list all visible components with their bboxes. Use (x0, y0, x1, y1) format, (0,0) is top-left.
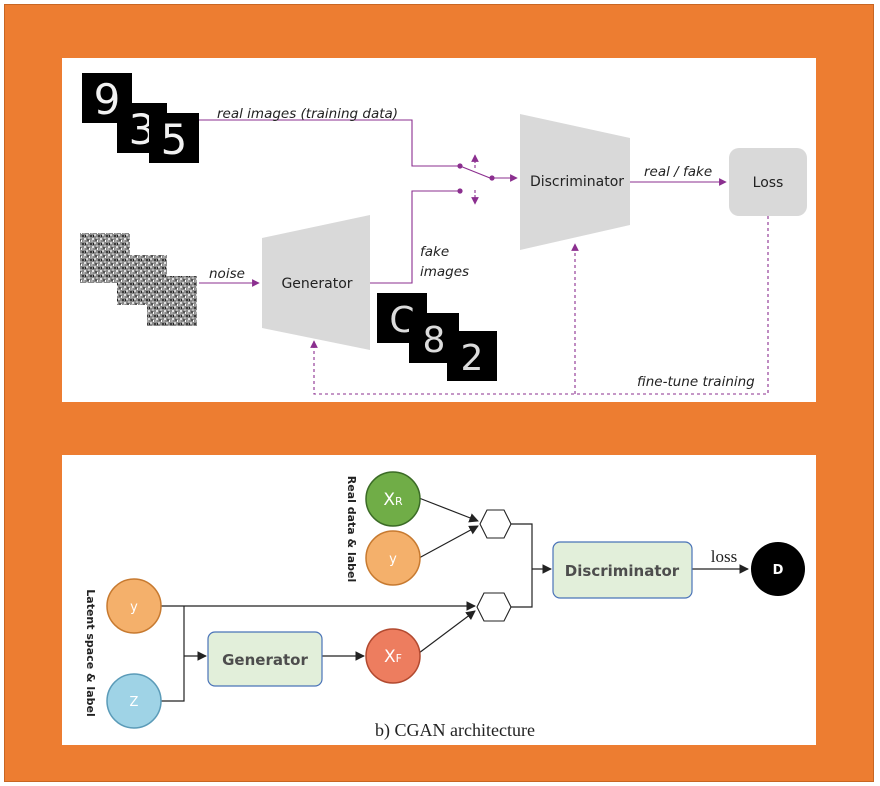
real-digit-tile-label: 5 (161, 115, 188, 164)
fake-image-stack: C 8 2 (377, 293, 497, 381)
xr-to-join-arrow (418, 497, 479, 523)
cgan-diagram-panel: XR y y Z XF D Generator Discriminator lo… (62, 455, 816, 745)
gan-diagram: 9 3 5 C 8 2 Gene (80, 73, 807, 395)
generator-box-label: Generator (222, 651, 308, 669)
joins-merge-line (511, 523, 533, 608)
real-digit-tile (149, 113, 199, 163)
loss-label: loss (711, 547, 737, 566)
fake-join-hexagon (476, 592, 512, 622)
fake-digit-tile (447, 331, 497, 381)
noise-label: noise (209, 266, 245, 282)
y-real-node (365, 530, 421, 586)
switch-dot-fake (457, 188, 463, 194)
real-fake-label: real / fake (644, 164, 712, 180)
xr-node (365, 471, 421, 527)
xr-node-label: XR (383, 490, 403, 510)
generator-box (207, 631, 323, 687)
y-real-to-join-arrow (418, 525, 479, 559)
z-node-label: Z (130, 695, 139, 710)
real-images-arrow (199, 119, 460, 167)
gan-diagram-panel: 9 3 5 C 8 2 Gene (62, 58, 816, 402)
real-image-stack: 9 3 5 (82, 73, 199, 164)
discriminator-box (552, 541, 693, 599)
gan-connectors (199, 119, 769, 395)
discriminator-shape (520, 114, 630, 250)
fake-digit-tile-label: 8 (423, 320, 446, 361)
z-node (106, 673, 162, 729)
discriminator-box-label: Discriminator (565, 562, 680, 580)
fake-digit-tile-label: 2 (461, 338, 484, 379)
generator-label: Generator (281, 276, 352, 292)
switch-dot-output (489, 175, 495, 181)
generator-shape (262, 215, 370, 350)
latent-merge-line (160, 606, 185, 702)
cgan-diagram: XR y y Z XF D Generator Discriminator lo… (84, 471, 805, 741)
real-join-hexagon (479, 509, 512, 539)
real-data-label-vertical: Real data & label (345, 476, 358, 582)
y-real-node-label: y (389, 552, 397, 567)
fake-images-line (370, 190, 460, 284)
loss-box (729, 148, 807, 216)
d-node-label: D (773, 563, 784, 578)
xf-to-fake-join-arrow (418, 610, 476, 654)
loss-label: Loss (753, 175, 784, 191)
real-images-label: real images (training data) (217, 106, 398, 122)
switch-dot-real (457, 163, 463, 169)
latent-label-vertical: Latent space & label (84, 589, 97, 716)
d-node (751, 542, 805, 596)
noise-image-stack (80, 233, 197, 326)
xf-node-label: XF (384, 647, 402, 667)
discriminator-label: Discriminator (530, 174, 624, 190)
fake-images-label-line1: fake (420, 244, 449, 260)
fake-images-label-line2: images (420, 264, 469, 280)
y-latent-node-label: y (130, 600, 138, 615)
caption: b) CGAN architecture (375, 720, 535, 741)
switch-lever (459, 165, 491, 179)
xf-node (365, 628, 421, 684)
real-digit-tile-label: 9 (94, 75, 121, 124)
cgan-connectors (160, 497, 749, 702)
y-latent-node (106, 578, 162, 634)
fine-tune-label: fine-tune training (637, 374, 755, 390)
noise-tile (147, 276, 197, 326)
fine-tune-feedback-line (310, 216, 769, 395)
